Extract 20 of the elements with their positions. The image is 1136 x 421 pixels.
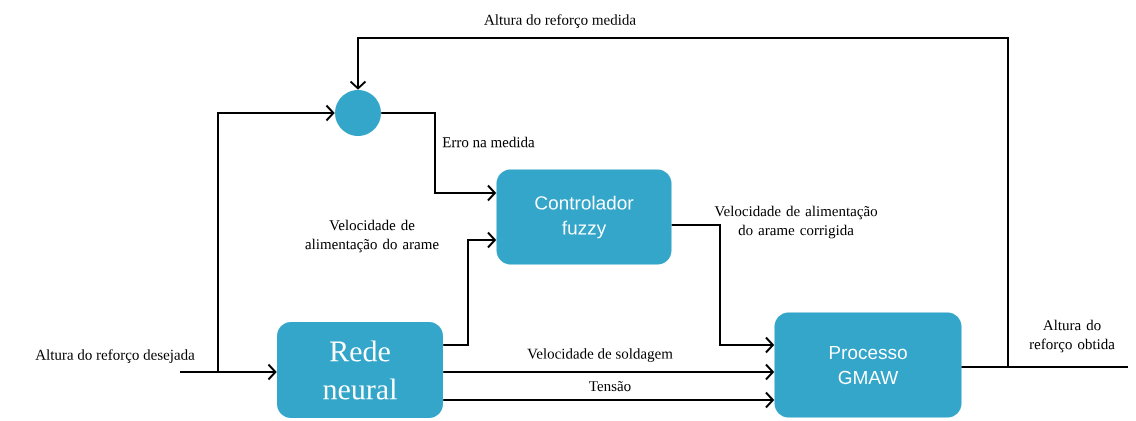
arrow (442, 231, 497, 346)
arrow (670, 224, 775, 354)
arrow (217, 104, 335, 373)
process-box: Processo GMAW (774, 312, 962, 418)
arrow (349, 37, 1009, 368)
edge-label: Altura do reforço desejada (35, 349, 195, 363)
arrow (179, 363, 277, 381)
process-box: Rede neural (277, 322, 443, 418)
edge-label: Altura do reforço obtida (1029, 319, 1115, 353)
arrow (442, 363, 775, 381)
edge-label: Velocidade de alimentação do arame corrigida (714, 205, 878, 239)
summing-junction (335, 90, 381, 136)
arrow (380, 112, 497, 202)
edge-label: Erro na medida (442, 136, 535, 148)
arrow (442, 391, 775, 409)
edge-label: Tensão (589, 380, 631, 392)
process-box: Controlador fuzzy (496, 169, 672, 265)
edge-label: Velocidade de alimentação do arame (305, 219, 439, 253)
edge-label: Altura do reforço medida (484, 14, 636, 28)
edge-label: Velocidade de soldagem (527, 348, 673, 362)
